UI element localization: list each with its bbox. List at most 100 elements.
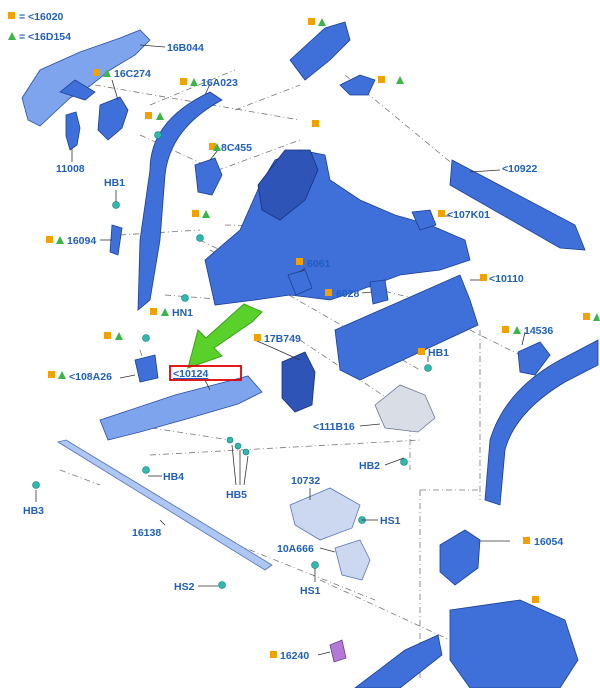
part-top-bracket: [289, 21, 351, 81]
square-marker: [532, 596, 539, 603]
callout-108a26: <108A26: [69, 371, 112, 383]
square-marker: [145, 112, 152, 119]
triangle-marker: [161, 308, 169, 316]
callout-10a666: 10A666: [277, 543, 314, 555]
callout-hn1: HN1: [172, 307, 193, 319]
square-marker: [254, 334, 261, 341]
triangle-marker: [213, 143, 221, 151]
callout-17b749: 17B749: [264, 333, 301, 345]
square-marker: [93, 69, 100, 76]
triangle-marker: [115, 332, 123, 340]
callout-107k01: <107K01: [447, 209, 490, 221]
square-marker: [296, 258, 303, 265]
square-marker: [209, 143, 216, 150]
bolt-hb5-a: [226, 436, 234, 444]
triangle-marker: [58, 371, 66, 379]
fasteners: [32, 131, 432, 589]
callout-16a023: 16A023: [201, 77, 238, 89]
callout-10110: <10110: [489, 273, 524, 285]
square-marker: [46, 236, 53, 243]
bolt-hs2: [218, 581, 226, 589]
callout-6028: 6028: [336, 288, 360, 300]
bolt-hb4: [142, 466, 150, 474]
part-16c274: [97, 96, 129, 141]
part-14536: [517, 341, 551, 376]
part-main-apron: [204, 149, 471, 306]
bolt-hb2: [400, 458, 408, 466]
square-marker: [104, 332, 111, 339]
bolt-hb1-top: [112, 201, 120, 209]
triangle-marker: [190, 78, 198, 86]
part-111b16: [374, 384, 436, 433]
bolt-hb5-c: [242, 448, 250, 456]
square-marker: [583, 313, 590, 320]
square-marker: [378, 76, 385, 83]
callout-hs2: HS2: [174, 581, 195, 593]
triangle-marker: [56, 236, 64, 244]
triangle-marker: [156, 112, 164, 120]
part-10922: [449, 159, 586, 251]
bolt-hb5-b: [234, 442, 242, 450]
part-11008: [65, 111, 81, 151]
bolt-hb3: [32, 481, 40, 489]
square-marker: [523, 537, 530, 544]
triangle-marker: [202, 210, 210, 218]
callout-10124: <10124: [173, 368, 208, 380]
part-16094: [109, 224, 123, 256]
square-marker: [308, 18, 315, 25]
part-main-apron-tower: [257, 149, 319, 221]
callout-hb3: HB3: [23, 505, 44, 517]
bolt-hs1-b: [311, 561, 319, 569]
square-marker: [312, 120, 319, 127]
callout-11008: 11008: [56, 163, 85, 175]
square-marker: [48, 371, 55, 378]
highlight-box: [169, 365, 242, 381]
callout-hb2: HB2: [359, 460, 380, 472]
callout-hs1-a: HS1: [380, 515, 401, 527]
part-16138: [56, 439, 273, 571]
part-16b044-flange: [59, 79, 96, 101]
part-107k01: [411, 209, 437, 231]
legend-square-text: = <16020: [19, 11, 64, 23]
part-16054: [439, 529, 481, 586]
square-marker: [480, 274, 487, 281]
callout-8c455: 8C455: [221, 142, 252, 154]
callout-111b16: <111B16: [313, 421, 355, 433]
square-marker: [502, 326, 509, 333]
callout-10922: <10922: [502, 163, 537, 175]
bolt-hn1: [181, 294, 189, 302]
highlight-arrow: [187, 303, 263, 369]
legend-triangle-icon: [8, 32, 16, 40]
triangle-marker: [513, 326, 521, 334]
triangle-marker: [318, 18, 326, 26]
callout-16138: 16138: [132, 527, 161, 539]
part-16240: [329, 639, 347, 663]
callout-hb1-mid: HB1: [428, 347, 449, 359]
part-8c455: [194, 157, 223, 196]
legend-triangle-text: = <16D154: [19, 31, 71, 43]
triangle-marker: [103, 69, 111, 77]
callout-16b044: 16B044: [167, 42, 204, 54]
callout-hs1-b: HS1: [300, 585, 321, 597]
square-marker: [418, 348, 425, 355]
part-17b749: [281, 351, 316, 413]
part-6028: [369, 279, 389, 305]
part-bottom-rail: [354, 634, 443, 688]
callout-hb1-top: HB1: [104, 177, 125, 189]
part-right-arch: [484, 339, 599, 506]
part-6061: [287, 269, 313, 296]
part-108a26: [134, 354, 159, 383]
triangle-marker: [593, 313, 600, 321]
square-marker: [325, 289, 332, 296]
part-10124: [99, 375, 263, 441]
bolt-c: [142, 334, 150, 342]
code-markers: [104, 18, 600, 603]
square-marker: [150, 308, 157, 315]
callout-16094: 16094: [67, 235, 96, 247]
bolt-hb1-mid: [424, 364, 432, 372]
legend-square-icon: [8, 12, 15, 19]
leader-lines: [35, 44, 526, 656]
callout-hb5: HB5: [226, 489, 247, 501]
callout-16054: 16054: [534, 536, 563, 548]
